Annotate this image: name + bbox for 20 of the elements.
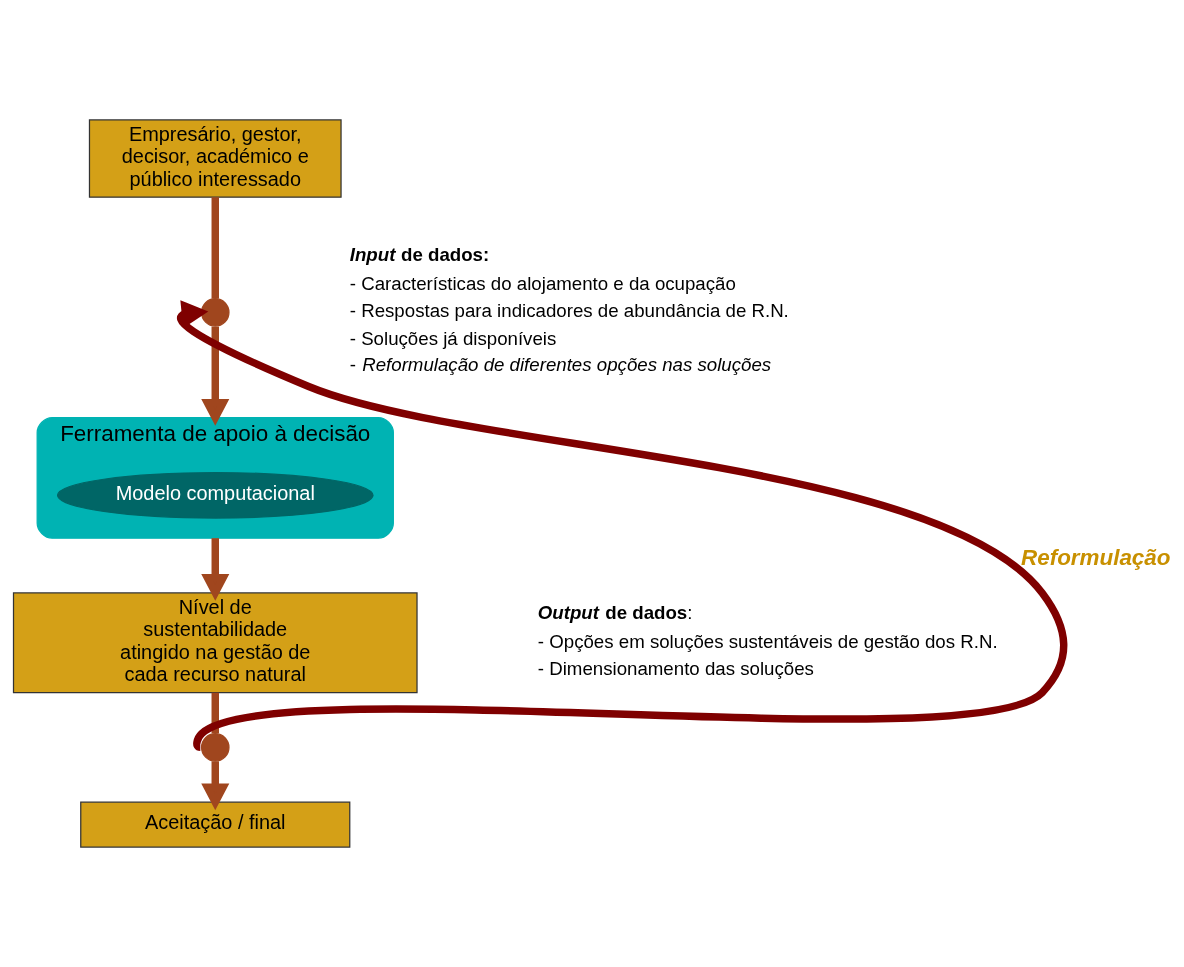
node-box: Aceitação / final bbox=[80, 801, 351, 848]
connector bbox=[211, 197, 219, 299]
label: Output de dados: bbox=[537, 602, 693, 624]
label: - Respostas para indicadores de abundância de R.N. bbox=[349, 300, 789, 322]
node-circle bbox=[200, 733, 230, 762]
node-ellipse: Modelo computacional bbox=[56, 471, 374, 519]
label: - Reformulação de diferentes opções nas soluções bbox=[349, 353, 772, 375]
node-box: Empresário, gestor, decisor, académico e público interessado bbox=[88, 119, 342, 198]
arrow bbox=[201, 326, 230, 426]
arrow bbox=[201, 538, 230, 601]
label: - Características do alojamento e da ocupação bbox=[349, 272, 736, 294]
node-box: Nível de sustentabilidade atingido na gestão de cada recurso natural bbox=[12, 592, 418, 694]
connector bbox=[211, 692, 219, 734]
label: - Soluções já disponíveis bbox=[349, 327, 557, 349]
label: - Dimensionamento das soluções bbox=[537, 658, 814, 680]
arrow bbox=[201, 761, 230, 811]
edge-label: Reformulação bbox=[1021, 544, 1171, 570]
node-circle bbox=[200, 298, 230, 327]
label: Input de dados: bbox=[349, 244, 490, 266]
label: - Opções em soluções sustentáveis de gestão dos R.N. bbox=[537, 630, 998, 652]
